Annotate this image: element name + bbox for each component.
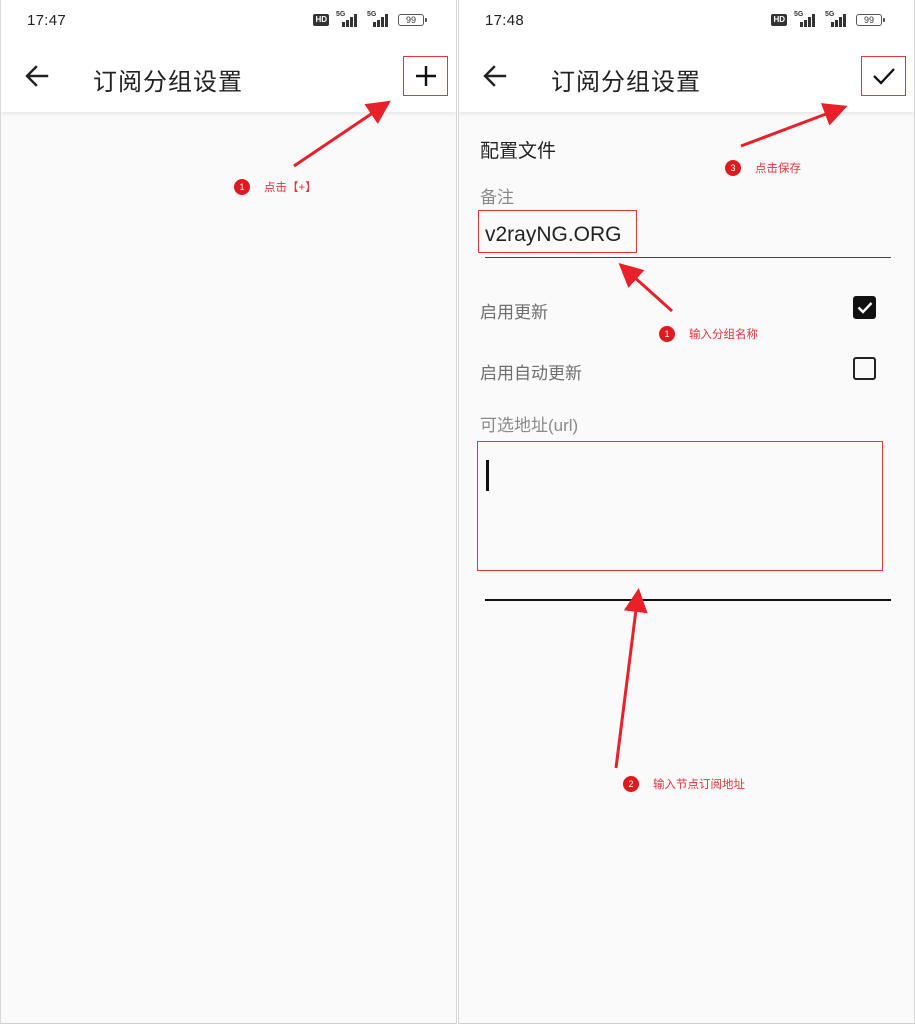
annotation-step-3: 3 点击保存 bbox=[725, 160, 801, 176]
annotation-step-1: 1 输入分组名称 bbox=[659, 326, 758, 342]
checkmark-icon bbox=[857, 302, 872, 314]
save-button[interactable] bbox=[861, 56, 906, 96]
page-title: 订阅分组设置 bbox=[93, 69, 243, 96]
remark-input[interactable] bbox=[485, 222, 891, 258]
url-label: 可选地址(url) bbox=[480, 416, 579, 435]
right-screen: 17:48 HD 5G 5G 99 bbox=[458, 0, 915, 1024]
enable-update-checkbox[interactable] bbox=[853, 296, 876, 319]
enable-update-label: 启用更新 bbox=[480, 303, 548, 322]
left-screen: 17:47 HD 5G 5G 99 bbox=[0, 0, 457, 1024]
annotation-text: 输入分组名称 bbox=[689, 329, 758, 341]
url-input[interactable] bbox=[477, 441, 883, 571]
plus-icon bbox=[415, 66, 436, 86]
signal-5g-icon: 5G bbox=[794, 11, 818, 27]
step-badge: 1 bbox=[234, 179, 250, 195]
add-subscription-button[interactable] bbox=[403, 56, 448, 96]
section-title: 配置文件 bbox=[480, 141, 557, 162]
status-time: 17:47 bbox=[27, 12, 67, 29]
status-bar: 17:48 HD 5G 5G 99 bbox=[459, 0, 914, 40]
annotation-text: 点击【+】 bbox=[264, 182, 317, 194]
step-badge: 1 bbox=[659, 326, 675, 342]
signal-5g-icon: 5G bbox=[367, 11, 391, 27]
annotation-text: 点击保存 bbox=[755, 163, 801, 175]
back-button[interactable] bbox=[23, 62, 51, 90]
text-cursor bbox=[486, 460, 489, 491]
battery-icon: 99 bbox=[856, 14, 885, 26]
url-input-underline bbox=[485, 599, 891, 601]
enable-auto-update-row: 启用自动更新 bbox=[480, 355, 876, 385]
subscription-form: 配置文件 备注 v2rayNG.ORG 启用更新 启用自动更新 可选地址(url… bbox=[459, 112, 914, 1023]
app-bar: 订阅分组设置 bbox=[459, 40, 914, 112]
check-icon bbox=[872, 68, 895, 85]
annotation-step-2: 2 输入节点订阅地址 bbox=[623, 776, 745, 792]
enable-auto-update-label: 启用自动更新 bbox=[480, 364, 582, 383]
remark-label: 备注 bbox=[480, 188, 514, 207]
arrow-left-icon bbox=[483, 65, 507, 87]
enable-auto-update-checkbox[interactable] bbox=[853, 357, 876, 380]
signal-5g-icon: 5G bbox=[336, 11, 360, 27]
app-bar: 订阅分组设置 bbox=[1, 40, 456, 112]
annotation-step-1: 1 点击【+】 bbox=[234, 179, 317, 195]
annotation-highlight bbox=[478, 210, 637, 253]
signal-5g-icon: 5G bbox=[825, 11, 849, 27]
enable-update-row: 启用更新 bbox=[480, 294, 876, 324]
remark-value: v2rayNG.ORG bbox=[485, 223, 622, 246]
status-icons: HD 5G 5G 99 bbox=[771, 11, 885, 27]
annotation-text: 输入节点订阅地址 bbox=[653, 779, 745, 791]
battery-icon: 99 bbox=[398, 14, 427, 26]
status-icons: HD 5G 5G 99 bbox=[313, 11, 427, 27]
page-title: 订阅分组设置 bbox=[551, 69, 701, 96]
hd-voice-icon: HD bbox=[771, 14, 787, 26]
step-badge: 2 bbox=[623, 776, 639, 792]
hd-voice-icon: HD bbox=[313, 14, 329, 26]
step-badge: 3 bbox=[725, 160, 741, 176]
back-button[interactable] bbox=[481, 62, 509, 90]
status-bar: 17:47 HD 5G 5G 99 bbox=[1, 0, 456, 40]
arrow-left-icon bbox=[25, 65, 49, 87]
status-time: 17:48 bbox=[485, 12, 525, 29]
